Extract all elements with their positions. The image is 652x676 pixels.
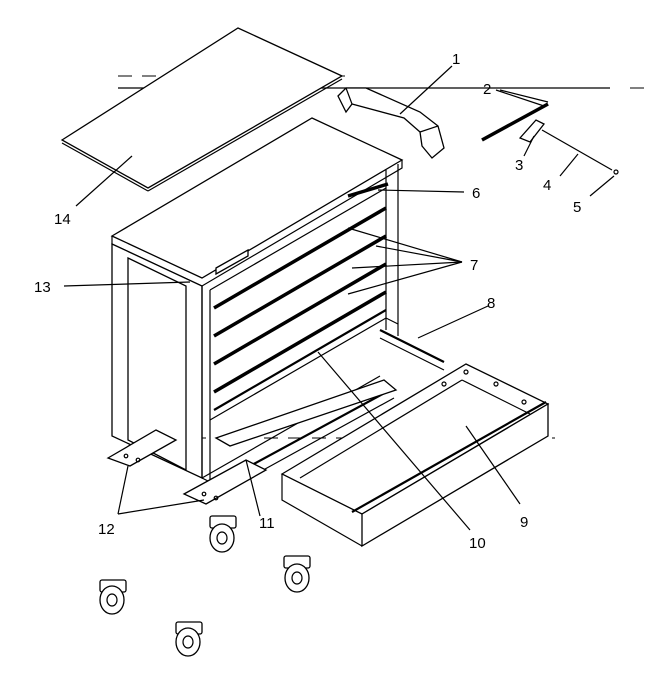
drawer-slides xyxy=(214,329,445,475)
callout-labels: 1 2 3 4 5 6 7 8 9 10 11 12 13 14 xyxy=(34,51,581,552)
lock-assembly xyxy=(481,89,619,175)
callout-11: 11 xyxy=(259,515,275,532)
caster-front-right xyxy=(283,555,311,593)
caster-front-left xyxy=(209,515,237,553)
leader-lines xyxy=(63,65,615,531)
callout-10: 10 xyxy=(469,535,486,552)
callout-14: 14 xyxy=(54,211,71,228)
callout-8: 8 xyxy=(487,295,495,312)
handle xyxy=(337,87,445,159)
callout-4: 4 xyxy=(543,177,551,194)
bottom-drawer xyxy=(280,363,550,548)
callout-9: 9 xyxy=(520,514,528,531)
callout-7: 7 xyxy=(470,257,478,274)
callout-3: 3 xyxy=(515,157,523,174)
callout-2: 2 xyxy=(483,81,491,98)
caster-rear-right xyxy=(175,621,203,657)
callout-1: 1 xyxy=(452,51,460,68)
callout-6: 6 xyxy=(472,185,480,202)
cabinet-body xyxy=(110,117,404,487)
caster-rear-left xyxy=(99,579,127,615)
drawers xyxy=(213,182,389,411)
callout-13: 13 xyxy=(34,279,51,296)
callout-5: 5 xyxy=(573,199,581,216)
top-mat xyxy=(60,27,344,192)
caster-plates xyxy=(106,429,268,505)
callout-12: 12 xyxy=(98,521,115,538)
casters xyxy=(99,515,311,657)
